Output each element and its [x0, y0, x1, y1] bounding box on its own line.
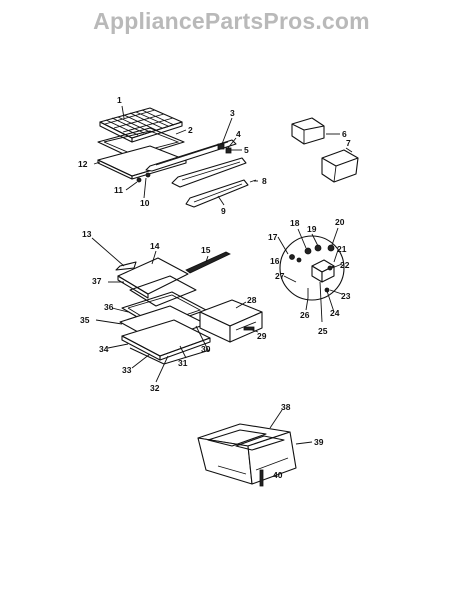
callout-39: 39 [314, 437, 324, 447]
callout-19: 19 [307, 224, 317, 234]
part-shelf-37 [129, 275, 197, 307]
part-shelf-frame-13 [115, 261, 137, 271]
part-shelf-rail-9 [171, 157, 247, 188]
callout-32: 32 [150, 383, 160, 393]
part-shelf-34 [121, 319, 211, 361]
part-crisper-drawer-38 [197, 423, 297, 485]
callout-33: 33 [122, 365, 132, 375]
callout-40: 40 [273, 470, 283, 480]
callout-27: 27 [275, 271, 285, 281]
callout-9: 9 [221, 206, 226, 216]
callout-22: 22 [340, 260, 350, 270]
part-control-housing [279, 235, 345, 301]
callout-34: 34 [99, 344, 109, 354]
part-crisper-pan-28 [199, 299, 263, 343]
part-crisper-handle-29 [243, 326, 255, 331]
part-screws-10-11 [136, 172, 151, 183]
callout-20: 20 [335, 217, 345, 227]
leader-lines [91, 105, 353, 445]
callout-15: 15 [201, 245, 211, 255]
callout-28: 28 [247, 295, 257, 305]
watermark-text: AppliancePartsPros.com [93, 8, 370, 34]
callout-16: 16 [270, 256, 280, 266]
part-shelf-frame-2 [97, 127, 185, 159]
callout-24: 24 [330, 308, 340, 318]
part-screw-8 [249, 179, 257, 183]
callout-3: 3 [230, 108, 235, 118]
callout-30: 30 [201, 344, 211, 354]
part-shelf-trim-15 [185, 251, 231, 274]
callout-35: 35 [80, 315, 90, 325]
part-door-bin-6 [291, 117, 325, 145]
callout-7: 7 [346, 138, 351, 148]
callout-13: 13 [82, 229, 92, 239]
callout-labels: 1 2 3 4 5 6 7 8 9 10 11 12 13 14 15 16 1… [78, 95, 351, 480]
callout-31: 31 [178, 358, 188, 368]
part-door-bin-7 [321, 149, 359, 183]
callout-21: 21 [337, 244, 347, 254]
callout-8: 8 [262, 176, 267, 186]
callout-29: 29 [257, 331, 267, 341]
callout-37: 37 [92, 276, 102, 286]
callout-11: 11 [114, 185, 123, 195]
callout-17: 17 [268, 232, 278, 242]
callout-5: 5 [244, 145, 249, 155]
part-shelf-rail-lower-9 [185, 179, 249, 208]
callout-10: 10 [140, 198, 150, 208]
part-wire-shelf-1 [99, 107, 183, 143]
callout-26: 26 [300, 310, 310, 320]
callout-23: 23 [341, 291, 351, 301]
callout-6: 6 [342, 129, 347, 139]
callout-2: 2 [188, 125, 193, 135]
callout-38: 38 [281, 402, 291, 412]
callout-1: 1 [117, 95, 122, 105]
callout-25: 25 [318, 326, 328, 336]
callout-14: 14 [150, 241, 160, 251]
callout-4: 4 [236, 129, 241, 139]
callout-12: 12 [78, 159, 88, 169]
callout-36: 36 [104, 302, 114, 312]
part-drawer-handle-40 [259, 469, 264, 487]
callout-18: 18 [290, 218, 300, 228]
part-shelf-rail-5 [145, 139, 237, 172]
part-shelf-14 [117, 257, 189, 299]
